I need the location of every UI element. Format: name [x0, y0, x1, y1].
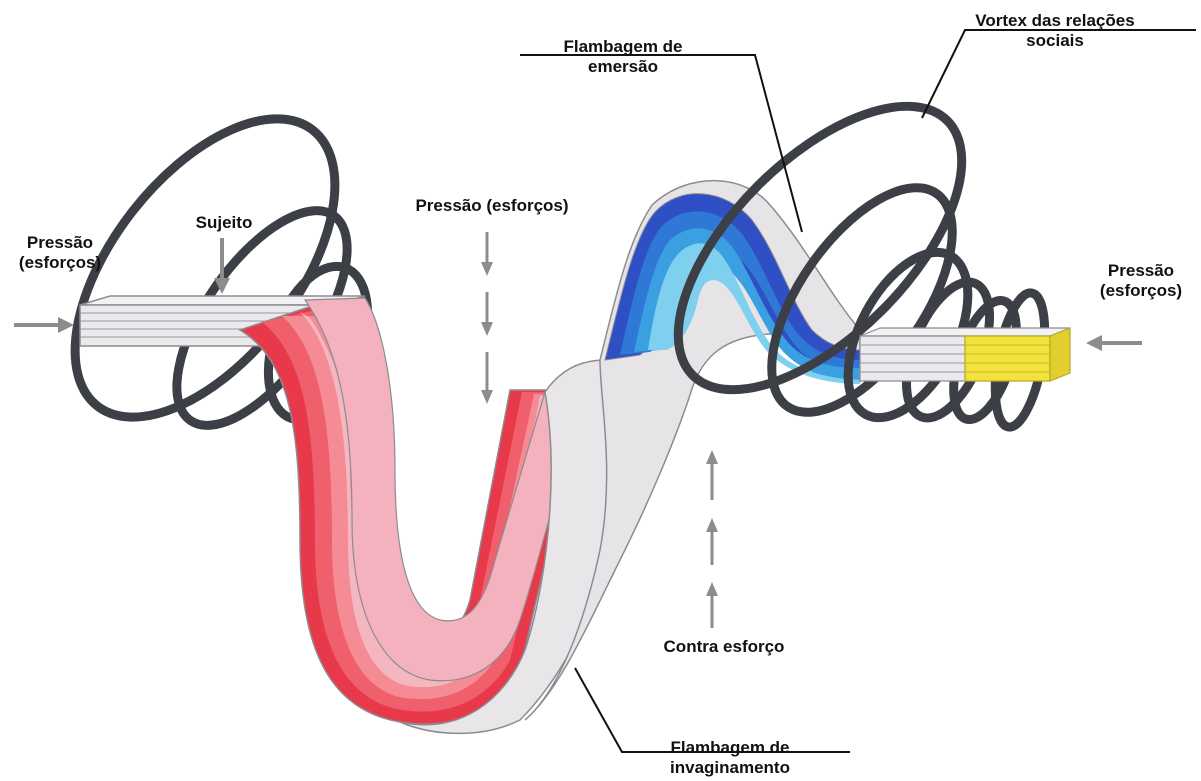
label-pressao-right: Pressão (esforços): [1080, 261, 1201, 301]
label-vortex: Vortex das relações sociais: [955, 11, 1155, 51]
right-layered-sheet: [860, 328, 1070, 381]
label-pressao-top: Pressão (esforços): [392, 196, 592, 216]
arrow-right-in: [1086, 335, 1142, 351]
yellow-block: [965, 336, 1050, 381]
label-flambagem-emersao: Flambagem de emersão: [548, 37, 698, 77]
arrows-top-down: [481, 232, 493, 404]
arrow-left-in: [14, 317, 74, 333]
label-flambagem-invaginamento: Flambagem de invaginamento: [650, 738, 810, 778]
label-pressao-left: Pressão (esforços): [2, 233, 118, 273]
arrows-contra-up: [706, 450, 718, 628]
label-sujeito: Sujeito: [184, 213, 264, 233]
label-contra-esforco: Contra esforço: [644, 637, 804, 657]
